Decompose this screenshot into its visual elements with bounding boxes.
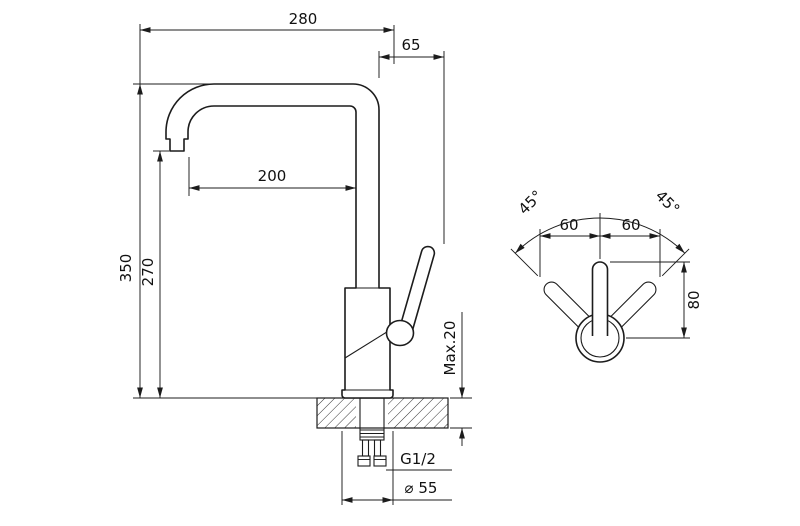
hose-right [373,439,382,457]
dim-label-60-left: 60 [559,216,578,234]
top-view: 60 60 45° 45° 80 [510,187,703,363]
dim-label-max20: Max.20 [441,321,459,376]
handle-top-view [591,261,609,336]
hose-left [361,439,370,457]
dim-label-200: 200 [258,167,287,185]
dim-label-80: 80 [685,290,703,309]
countertop-hatch-left [317,398,356,428]
dim-label-45-right: 45° [652,187,684,219]
handle-joint [385,319,415,347]
hose-fitting-left [357,455,371,467]
dim-label-280: 280 [289,10,318,28]
dim-label-45-left: 45° [515,187,547,219]
countertop-section [316,397,449,429]
hose-fitting-right [373,455,387,467]
front-view: 280 65 200 350 270 Max.20 G1/2 ⌀ 55 [117,10,472,505]
body-seam-line [344,329,391,359]
dim-label-270: 270 [139,258,157,287]
dim-label-65: 65 [401,36,420,54]
dim-label-d55: ⌀ 55 [405,479,438,497]
arc-45-left [514,217,601,254]
dim-label-g12: G1/2 [400,450,436,468]
countertop-hatch-right [388,398,448,428]
faucet-body-outline [165,83,394,399]
dim-label-60-right: 60 [621,216,640,234]
arc-45-right [599,217,686,254]
dim-label-350: 350 [117,254,135,283]
